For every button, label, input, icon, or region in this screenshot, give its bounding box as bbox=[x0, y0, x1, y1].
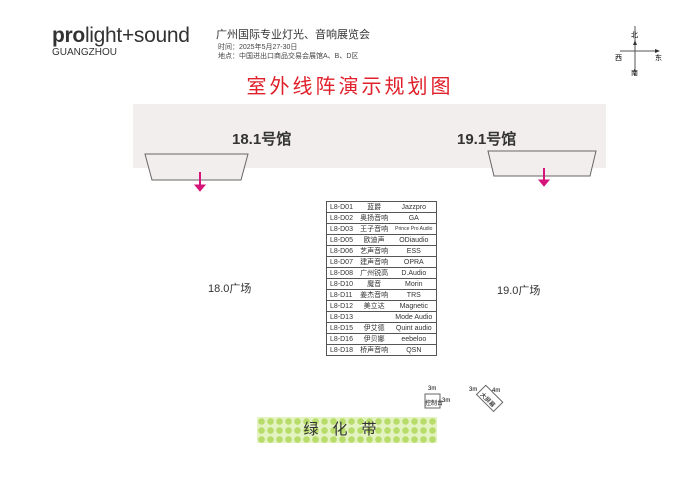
exhibition-place: 地点：中国进出口商品交易会展馆A、B、D区 bbox=[218, 53, 359, 60]
plaza-19-0: 19.0广场 bbox=[497, 285, 541, 297]
hall-18-1: 18.1号馆 bbox=[232, 131, 292, 148]
compass: 北 南 西 东 bbox=[615, 18, 665, 78]
big-screen bbox=[475, 384, 504, 413]
brand: ESS bbox=[391, 245, 437, 257]
booth-id: L8-D08 bbox=[325, 267, 357, 279]
company-cn bbox=[356, 311, 392, 323]
logo-city: GUANGZHOU bbox=[52, 47, 117, 58]
left-arrow-icon bbox=[193, 172, 207, 192]
page-title: 室外线阵演示规划图 bbox=[246, 76, 454, 98]
booth-id: L8-D12 bbox=[325, 300, 357, 312]
logo: prolight+sound bbox=[52, 24, 190, 47]
brand: ODiaudio bbox=[391, 234, 437, 246]
compass-arrows-icon bbox=[620, 26, 660, 76]
control-height: 3m bbox=[442, 398, 451, 404]
screen-height: 4m bbox=[492, 388, 501, 394]
brand: D.Audio bbox=[391, 267, 437, 279]
control-label: 控制台 bbox=[425, 401, 444, 407]
brand: Magnetic bbox=[391, 300, 437, 312]
brand: Prince Pro Audio bbox=[391, 223, 437, 235]
company-cn: 美立达 bbox=[356, 300, 392, 312]
compass-east: 东 bbox=[655, 55, 662, 62]
brand: Mode Audio bbox=[391, 311, 437, 323]
company-cn: 桥声音响 bbox=[356, 344, 392, 356]
compass-north: 北 bbox=[631, 32, 638, 39]
brand: QSN bbox=[391, 344, 437, 356]
exhibition-name: 广州国际专业灯光、音响展览会 bbox=[216, 29, 370, 41]
compass-west: 西 bbox=[615, 55, 622, 62]
booth-id: L8-D10 bbox=[325, 278, 357, 290]
booth-id: L8-D18 bbox=[325, 344, 357, 356]
company-cn: 蓝爵 bbox=[356, 201, 392, 213]
brand: GA bbox=[391, 212, 437, 224]
booth-id: L8-D01 bbox=[325, 201, 357, 213]
company-cn: 欧迪声 bbox=[356, 234, 392, 246]
right-arrow-icon bbox=[537, 168, 551, 187]
booth-id: L8-D16 bbox=[325, 333, 357, 345]
plaza-18-0: 18.0广场 bbox=[208, 283, 252, 295]
company-cn: 伊艾德 bbox=[356, 322, 392, 334]
company-cn: 广州锐高 bbox=[356, 267, 392, 279]
booth-id: L8-D13 bbox=[325, 311, 357, 323]
booth-id: L8-D15 bbox=[325, 322, 357, 334]
brand: Morin bbox=[391, 278, 437, 290]
green-belt-label: 绿化带 bbox=[303, 421, 391, 438]
left-stage-area bbox=[144, 153, 249, 181]
booth-id: L8-D06 bbox=[325, 245, 357, 257]
right-stage-area bbox=[487, 150, 597, 177]
company-cn: 奥扬音响 bbox=[356, 212, 392, 224]
table-row: L8-D13 Mode Audio bbox=[325, 311, 437, 323]
control-desk bbox=[424, 393, 441, 409]
company-cn: 艺声音响 bbox=[356, 245, 392, 257]
company-cn: 姜杰音响 bbox=[356, 289, 392, 301]
booth-id: L8-D11 bbox=[325, 289, 357, 301]
company-cn: 王子音响 bbox=[356, 223, 392, 235]
booth-id: L8-D05 bbox=[325, 234, 357, 246]
company-cn: 建声音响 bbox=[356, 256, 392, 268]
company-cn: 魔音 bbox=[356, 278, 392, 290]
green-belt: 绿化带 bbox=[257, 417, 437, 443]
brand: Jazzpro bbox=[391, 201, 437, 213]
hall-19-1: 19.1号馆 bbox=[457, 131, 517, 148]
booth-id: L8-D03 bbox=[325, 223, 357, 235]
exhibition-time: 时间：2025年5月27-30日 bbox=[218, 44, 298, 51]
brand: eebeloo bbox=[391, 333, 437, 345]
booth-id: L8-D07 bbox=[325, 256, 357, 268]
company-cn: 伊贝娜 bbox=[356, 333, 392, 345]
control-width: 3m bbox=[428, 386, 437, 392]
booth-id: L8-D02 bbox=[325, 212, 357, 224]
brand: TRS bbox=[391, 289, 437, 301]
brand: OPRA bbox=[391, 256, 437, 268]
screen-width: 3m bbox=[469, 387, 478, 393]
brand: Quint audio bbox=[391, 322, 437, 334]
compass-south: 南 bbox=[631, 70, 638, 77]
